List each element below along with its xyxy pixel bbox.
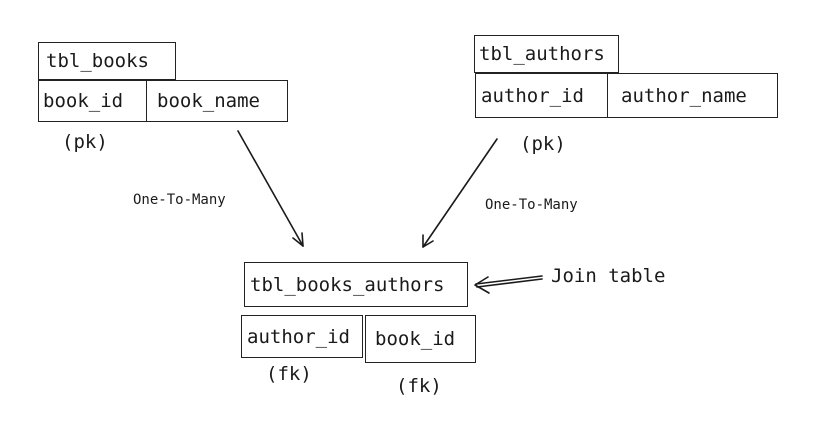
books-to-join-arrow xyxy=(237,130,304,247)
authors-table-title: tbl_authors xyxy=(474,35,619,73)
authors-relation-label: One-To-Many xyxy=(485,197,578,213)
books-col-book-id: book_id xyxy=(38,80,147,122)
authors-to-join-arrow xyxy=(422,138,498,248)
join-table-callout: Join table xyxy=(551,265,666,287)
join-book-fk-note: (fk) xyxy=(396,375,442,397)
books-relation-label: One-To-Many xyxy=(133,192,226,208)
callout-arrow xyxy=(475,275,543,288)
authors-col-author-name: author_name xyxy=(607,73,778,118)
books-table-title: tbl_books xyxy=(38,42,176,80)
authors-to-join-arrowhead xyxy=(422,234,434,248)
authors-col-author-id: author_id xyxy=(475,73,608,118)
books-pk-note: (pk) xyxy=(62,131,108,153)
books-to-join-arrowhead xyxy=(292,232,304,247)
join-table-title: tbl_books_authors xyxy=(244,262,468,307)
authors-pk-note: (pk) xyxy=(520,133,566,155)
join-author-fk-note: (fk) xyxy=(266,363,312,385)
callout-arrowhead xyxy=(474,276,490,294)
join-col-book-id: book_id xyxy=(365,315,476,363)
books-col-book-name: book_name xyxy=(146,80,288,122)
join-col-author-id: author_id xyxy=(241,315,363,358)
